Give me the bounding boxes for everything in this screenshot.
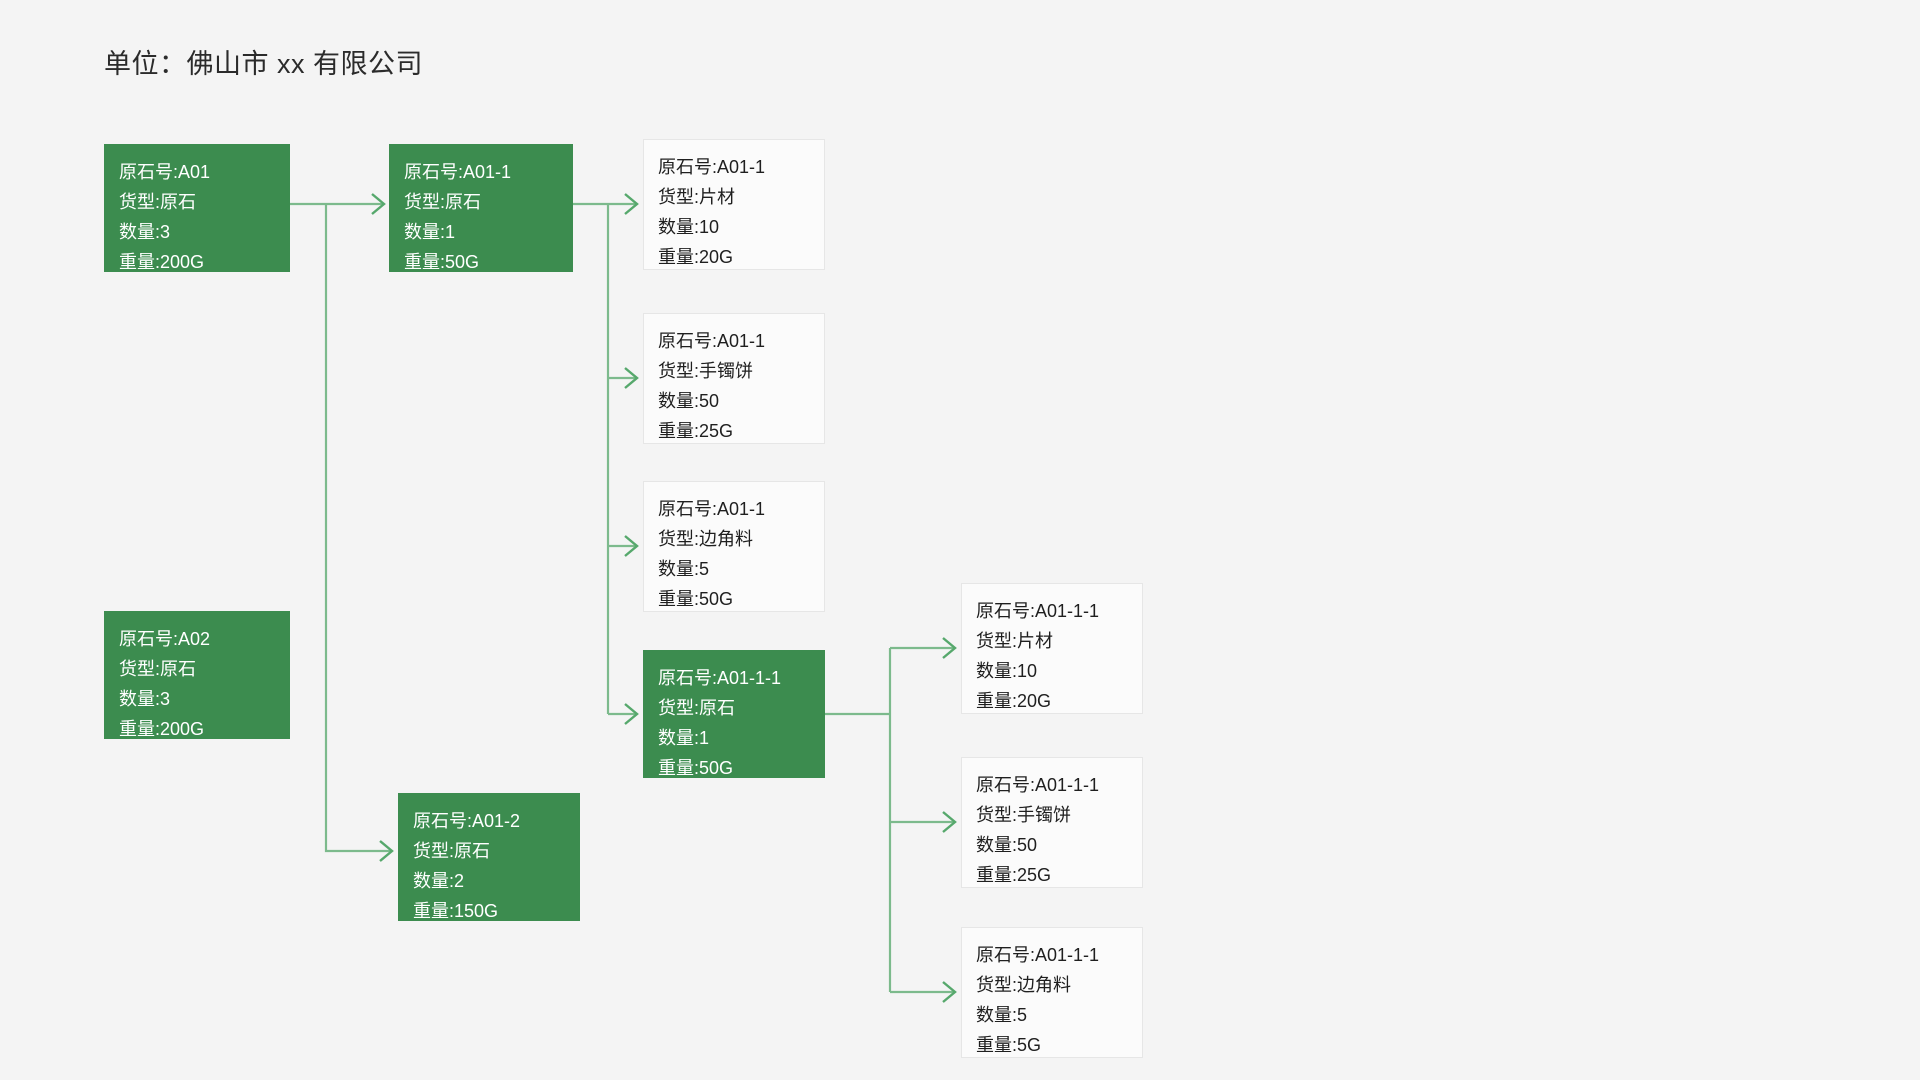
- node-line: 数量:50: [976, 835, 1038, 855]
- node-A01-1-pc[interactable]: 原石号:A01-1 货型:片材数量:10 重量:20G: [643, 139, 825, 270]
- node-line: 货型:片材: [976, 631, 1054, 651]
- node-line: 货型:原石: [658, 698, 736, 718]
- node-line: 数量:3: [119, 222, 171, 242]
- node-line: 数量:2: [413, 871, 465, 891]
- node-line: 原石号:A01-1-1: [976, 601, 1100, 621]
- node-line: 数量:5: [976, 1005, 1028, 1025]
- node-line: 重量:200G: [119, 719, 205, 739]
- node-line: 货型:边角料: [976, 975, 1072, 995]
- node-line: 原石号:A01-2: [413, 811, 521, 831]
- node-line: 货型:原石: [119, 192, 197, 212]
- node-line: 重量:20G: [976, 691, 1052, 711]
- node-line: 原石号:A01-1: [658, 331, 766, 351]
- node-line: 数量:1: [658, 728, 710, 748]
- node-line: 货型:片材: [658, 187, 736, 207]
- node-line: 重量:150G: [413, 901, 499, 921]
- node-A01-1[interactable]: 原石号:A01-1 货型:原石数量:1 重量:50G: [389, 144, 573, 272]
- page-title: 单位：佛山市 xx 有限公司: [104, 49, 424, 79]
- node-line: 货型:原石: [404, 192, 482, 212]
- node-line: 重量:50G: [404, 252, 480, 272]
- node-A01-1-sz[interactable]: 原石号:A01-1 货型:手镯饼数量:50 重量:25G: [643, 313, 825, 444]
- node-A01-1-1-sz[interactable]: 原石号:A01-1-1 货型:手镯饼数量:50 重量:25G: [961, 757, 1143, 888]
- node-line: 重量:200G: [119, 252, 205, 272]
- node-line: 原石号:A01-1-1: [976, 775, 1100, 795]
- node-line: 重量:25G: [976, 865, 1052, 885]
- node-line: 货型:手镯饼: [976, 805, 1072, 825]
- node-line: 重量:20G: [658, 247, 734, 267]
- node-A01-1-bj[interactable]: 原石号:A01-1 货型:边角料数量:5 重量:50G: [643, 481, 825, 612]
- node-line: 重量:5G: [976, 1035, 1042, 1055]
- node-A01-1-1[interactable]: 原石号:A01-1-1 货型:原石数量:1 重量:50G: [643, 650, 825, 778]
- node-A01-1-1-pc[interactable]: 原石号:A01-1-1 货型:片材数量:10 重量:20G: [961, 583, 1143, 714]
- node-line: 数量:50: [658, 391, 720, 411]
- node-line: 数量:3: [119, 689, 171, 709]
- node-A01[interactable]: 原石号:A01 货型:原石数量:3 重量:200G: [104, 144, 290, 272]
- node-A02[interactable]: 原石号:A02 货型:原石数量:3 重量:200G: [104, 611, 290, 739]
- node-line: 原石号:A01-1: [404, 162, 512, 182]
- node-line: 货型:原石: [413, 841, 491, 861]
- node-line: 重量:25G: [658, 421, 734, 441]
- node-line: 原石号:A01-1-1: [658, 668, 782, 688]
- node-line: 数量:10: [976, 661, 1038, 681]
- node-line: 货型:原石: [119, 659, 197, 679]
- node-line: 数量:5: [658, 559, 710, 579]
- node-line: 原石号:A01: [119, 162, 211, 182]
- node-A01-1-1-bj[interactable]: 原石号:A01-1-1 货型:边角料数量:5 重量:5G: [961, 927, 1143, 1058]
- node-line: 原石号:A01-1: [658, 499, 766, 519]
- node-line: 重量:50G: [658, 589, 734, 609]
- node-A01-2[interactable]: 原石号:A01-2 货型:原石数量:2 重量:150G: [398, 793, 580, 921]
- node-line: 原石号:A02: [119, 629, 211, 649]
- node-line: 数量:10: [658, 217, 720, 237]
- node-line: 原石号:A01-1: [658, 157, 766, 177]
- node-line: 货型:边角料: [658, 529, 754, 549]
- node-line: 重量:50G: [658, 758, 734, 778]
- node-line: 货型:手镯饼: [658, 361, 754, 381]
- node-line: 原石号:A01-1-1: [976, 945, 1100, 965]
- node-line: 数量:1: [404, 222, 456, 242]
